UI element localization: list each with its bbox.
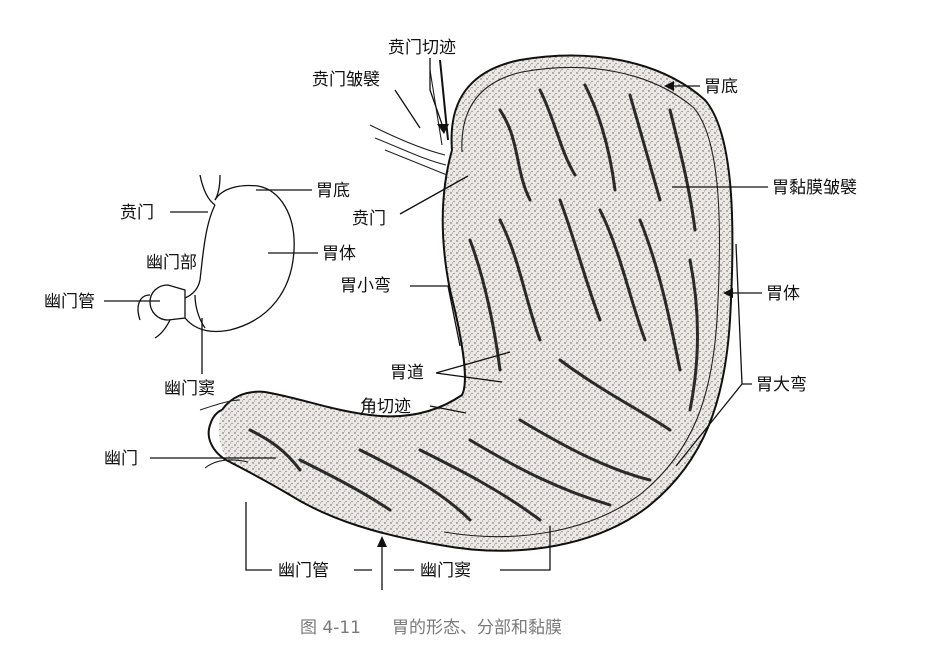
label-pylorus: 幽门: [104, 449, 138, 469]
caption-title: 胃的形态、分部和黏膜: [392, 618, 562, 638]
label-cardiac-notch: 贲门切迹: [388, 38, 456, 58]
caption-figure-number: 图 4-11: [300, 618, 361, 638]
leader-cardiac-folds: [394, 89, 421, 129]
leader-angular-incisure: [429, 405, 467, 414]
label-gastric-canal: 胃道: [390, 363, 424, 383]
inset-label-cardia: 贲门: [120, 203, 154, 223]
label-cardia: 贲门: [352, 209, 386, 229]
leader-greater-curvature: [675, 243, 752, 467]
stomach-outline-lesser: [221, 149, 466, 418]
arrow-center: [377, 536, 387, 547]
leader-pyloric-canal-bracket: [245, 502, 272, 571]
inset-label-pyloric-canal: 幽门管: [44, 292, 95, 312]
inset-label-pyloric-antrum: 幽门窦: [164, 379, 215, 399]
inset-esophagus-b: [214, 174, 221, 201]
leader-cardia: [399, 175, 469, 215]
leader-lesser-curvature: [410, 285, 461, 347]
arrow-cardiac-notch: [437, 124, 449, 134]
arrow-fundus: [664, 81, 674, 91]
inset-antrum-line: [194, 294, 206, 329]
leader-cardiac-notch: [429, 58, 445, 131]
figure-caption: 图 4-11 胃的形态、分部和黏膜: [300, 618, 562, 638]
inset-label-pyloric-part: 幽门部: [146, 253, 197, 273]
arrow-heads: [377, 81, 733, 547]
mucosa-surface: [218, 55, 733, 551]
mucosal-folds: [248, 83, 699, 522]
inset-stomach-outline: [184, 184, 295, 333]
inset-stomach-drawing: [137, 174, 295, 339]
leader-pyloric-antrum-bracket: [500, 526, 551, 571]
inset-pyloric-canal: [149, 284, 186, 321]
label-angular-incisure: 角切迹: [360, 397, 411, 417]
leader-gastric-canal: [435, 351, 511, 383]
label-group: 贲门切迹 贲门皱襞 胃底 胃黏膜皱襞 胃体 胃大弯 贲门 胃小弯 胃道 角切迹 …: [44, 38, 857, 581]
label-mucosal-folds: 胃黏膜皱襞: [772, 177, 857, 198]
stomach-outline-greater: [229, 54, 734, 552]
main-stomach-drawing: [199, 54, 734, 552]
label-fundus: 胃底: [704, 77, 738, 97]
cardiac-fold-lines: [369, 124, 448, 176]
label-pyloric-canal: 幽门管: [278, 561, 329, 581]
inset-label-body: 胃体: [322, 244, 356, 264]
label-cardiac-folds: 贲门皱襞: [312, 69, 380, 90]
label-pyloric-antrum: 幽门窦: [420, 561, 471, 581]
label-lesser-curvature: 胃小弯: [340, 276, 391, 296]
inset-label-fundus: 胃底: [316, 181, 350, 201]
label-body: 胃体: [766, 284, 800, 304]
pylorus-opening: [207, 409, 231, 463]
inset-lesser-curve: [184, 204, 216, 299]
inset-duodenum: [137, 294, 171, 339]
duodenum-stub: [199, 399, 249, 469]
inset-esophagus: [199, 174, 216, 206]
arrow-body: [723, 288, 733, 298]
label-greater-curvature: 胃大弯: [756, 375, 807, 395]
stomach-wall-inner: [443, 67, 721, 538]
